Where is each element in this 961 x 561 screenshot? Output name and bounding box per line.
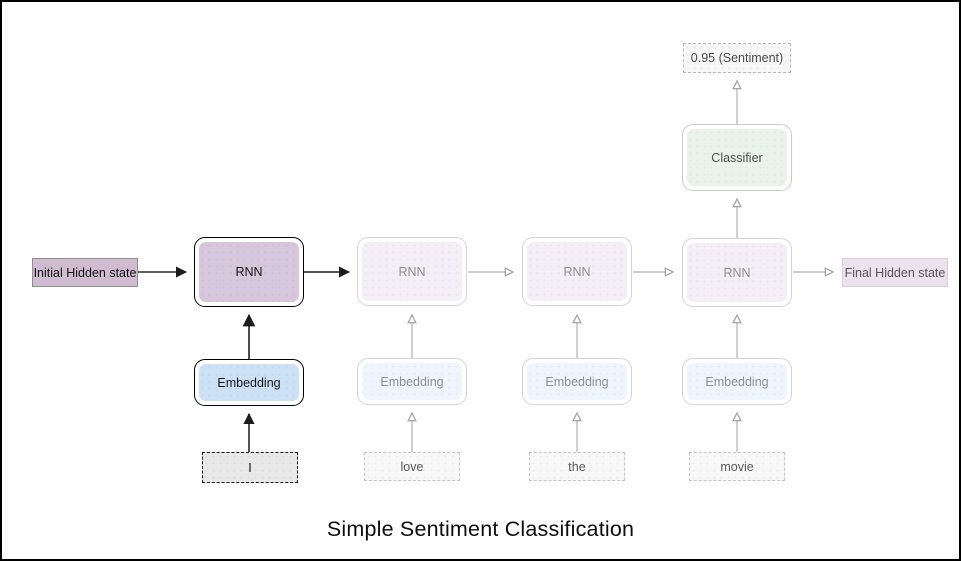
embedding-label-2: Embedding	[380, 374, 444, 389]
word-label-1: I	[248, 460, 252, 475]
classifier-node[interactable]: Classifier	[682, 124, 792, 191]
rnn-node-4[interactable]: RNN	[682, 238, 792, 307]
embedding-node-1[interactable]: Embedding	[194, 359, 304, 406]
rnn-label-1: RNN	[235, 265, 263, 279]
classifier-label: Classifier	[711, 150, 763, 165]
initial-hidden-state-label: Initial Hidden state	[33, 265, 137, 280]
embedding-node-4[interactable]: Embedding	[682, 358, 792, 405]
final-hidden-state-box[interactable]: Final Hidden state	[842, 258, 948, 287]
final-hidden-state-label: Final Hidden state	[844, 265, 946, 280]
word-label-3: the	[568, 459, 586, 474]
rnn-label-2: RNN	[398, 264, 426, 279]
word-box-2[interactable]: love	[364, 452, 460, 481]
word-box-3[interactable]: the	[529, 452, 625, 481]
sentiment-output-label: 0.95 (Sentiment)	[690, 51, 784, 65]
sentiment-output-box[interactable]: 0.95 (Sentiment)	[683, 43, 791, 73]
word-box-4[interactable]: movie	[689, 452, 785, 481]
word-label-4: movie	[720, 459, 754, 474]
word-box-1[interactable]: I	[202, 452, 298, 483]
rnn-node-3[interactable]: RNN	[522, 237, 632, 306]
embedding-node-3[interactable]: Embedding	[522, 358, 632, 405]
rnn-node-2[interactable]: RNN	[357, 237, 467, 306]
initial-hidden-state-box[interactable]: Initial Hidden state	[32, 258, 138, 287]
rnn-label-3: RNN	[563, 264, 591, 279]
diagram-title: Simple Sentiment Classification	[326, 517, 635, 541]
embedding-label-1: Embedding	[217, 375, 281, 390]
word-label-2: love	[400, 459, 424, 474]
embedding-label-3: Embedding	[545, 374, 609, 389]
embedding-node-2[interactable]: Embedding	[357, 358, 467, 405]
embedding-label-4: Embedding	[705, 374, 769, 389]
rnn-label-4: RNN	[723, 265, 751, 280]
rnn-node-1[interactable]: RNN	[194, 237, 304, 307]
